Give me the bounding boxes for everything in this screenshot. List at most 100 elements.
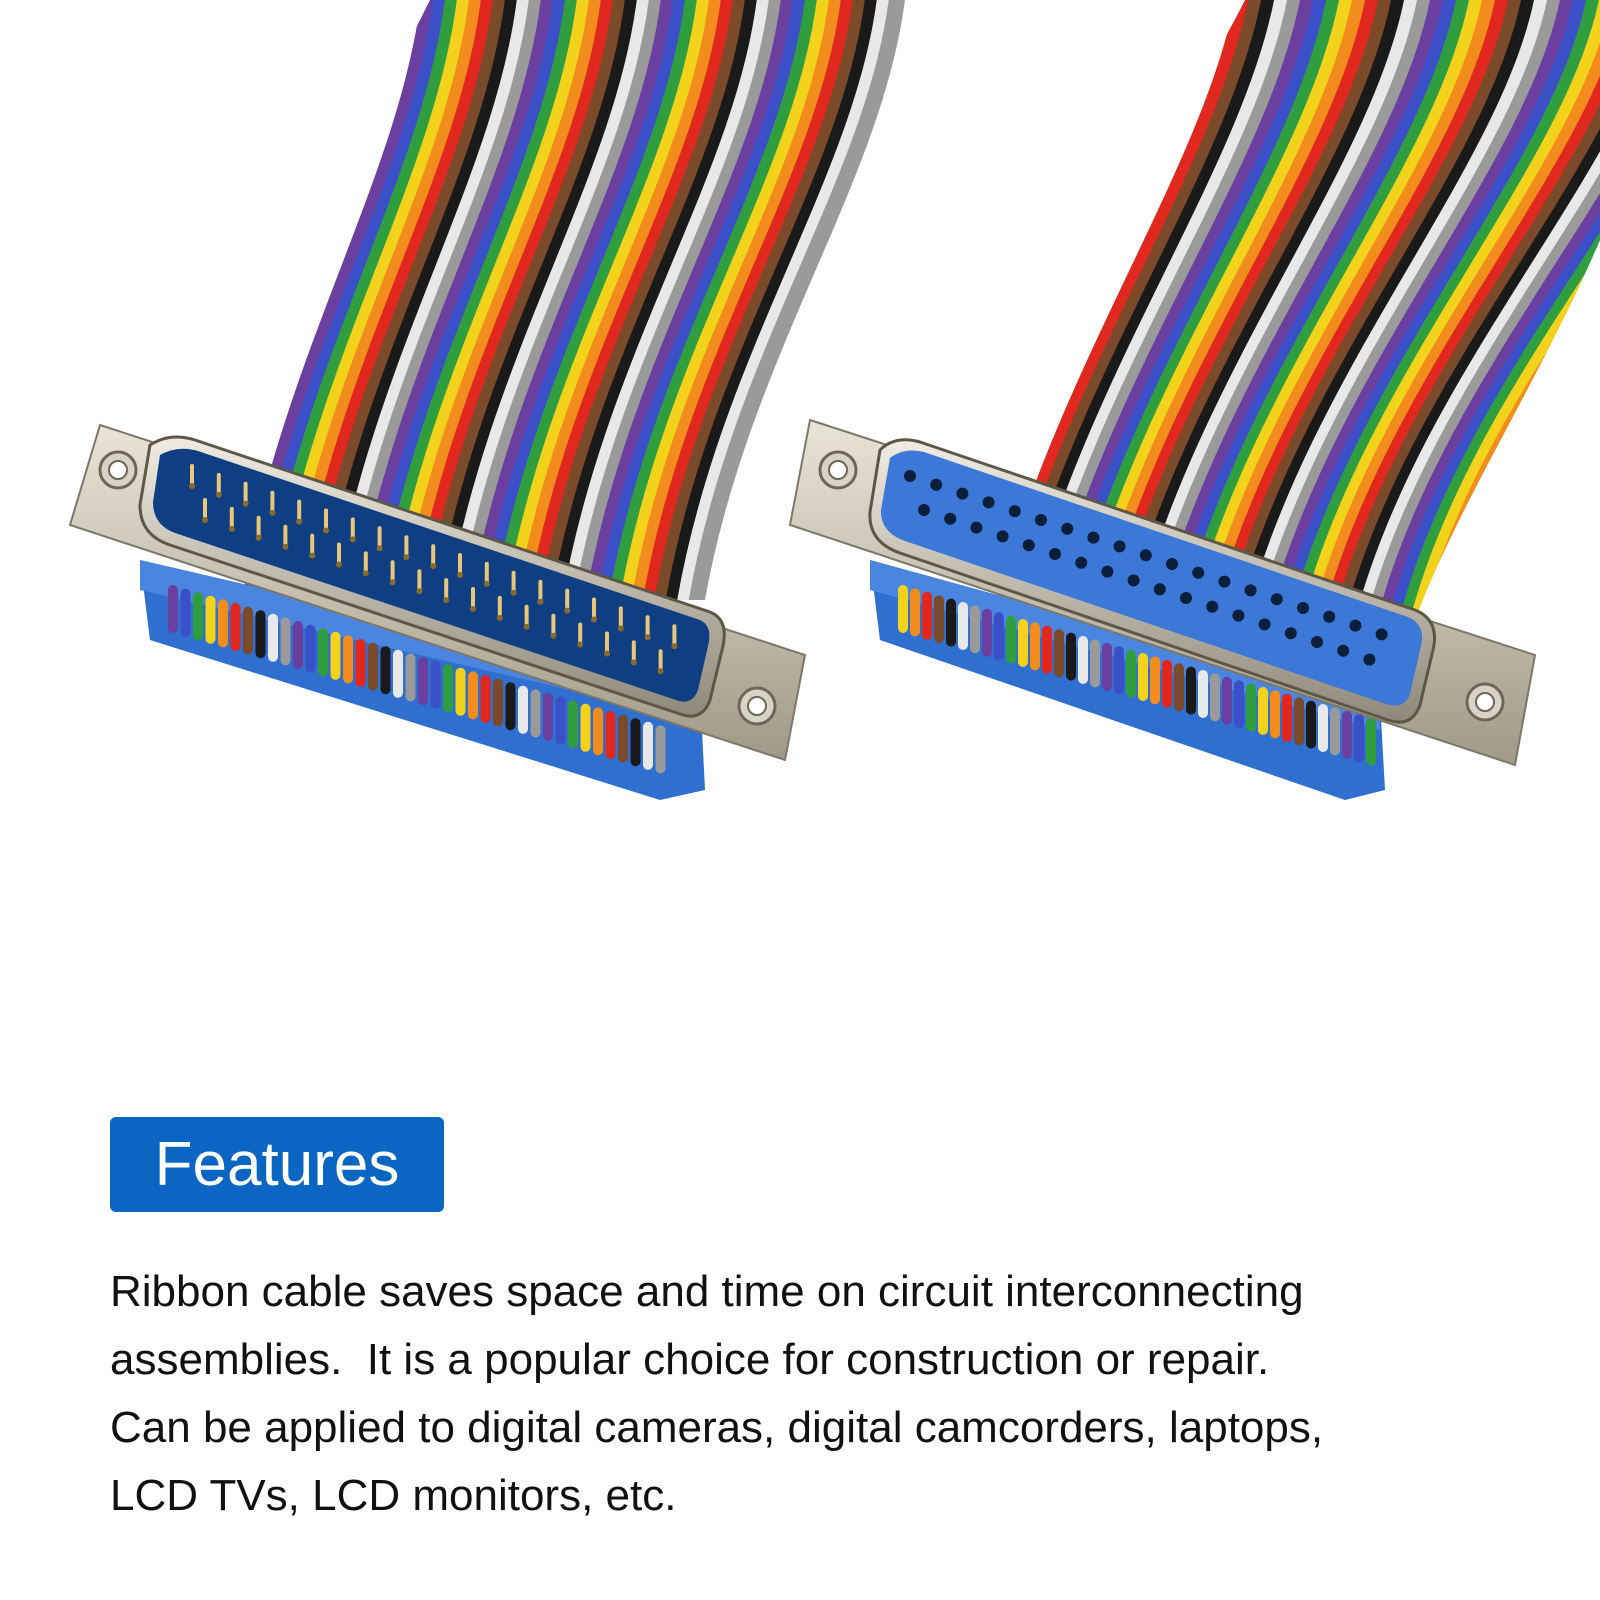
male-pin-base (443, 597, 450, 604)
ribbon-wire (674, 0, 894, 600)
wire-tail (368, 642, 378, 691)
male-pin-base (510, 589, 517, 596)
female-socket (1244, 584, 1257, 597)
male-pin (631, 640, 636, 663)
wire-tail (1306, 700, 1316, 749)
female-socket (1101, 565, 1114, 578)
male-pin-base (228, 525, 235, 532)
ribbon-wire (651, 0, 870, 600)
female-socket (1153, 583, 1166, 596)
ribbon-wire (1240, 0, 1552, 620)
wire-tail (1138, 653, 1148, 701)
wire-tail (605, 711, 616, 759)
male-pin (471, 587, 475, 609)
mount-hole-icon (98, 450, 138, 490)
ribbon-wire (1372, 0, 1600, 620)
wire-tail (958, 602, 968, 650)
db37-male-connector-icon (68, 423, 807, 800)
ribbon-wire (513, 0, 726, 600)
wire-tail (330, 631, 341, 680)
ribbon-wire (1196, 0, 1500, 620)
wire-tail (180, 588, 191, 637)
ribbon-wire (1350, 0, 1600, 620)
male-pin (417, 569, 422, 592)
ribbon-wire (398, 0, 606, 600)
male-pin (511, 570, 516, 593)
wire-tail (1318, 704, 1328, 752)
wire-tail (1078, 636, 1088, 684)
male-pin-base (255, 534, 262, 541)
male-pin-base (362, 570, 369, 577)
female-socket (1270, 593, 1283, 606)
ribbon-wire (1174, 0, 1474, 620)
wire-tail (593, 707, 603, 756)
female-socket (1022, 539, 1035, 552)
wire-tail (643, 721, 653, 770)
male-pin-base (483, 580, 490, 587)
wire-tail (1294, 697, 1304, 746)
male-pin-base (430, 563, 437, 570)
wire-tail (580, 703, 591, 752)
male-pin (431, 544, 436, 567)
ribbon-wire (1163, 0, 1461, 620)
wire-tail (543, 693, 553, 741)
wire-tail (243, 606, 253, 655)
female-socket (982, 496, 995, 509)
wire-tail (493, 678, 503, 727)
ribbon-wire (536, 0, 750, 600)
ribbon-cable-right (995, 0, 1600, 620)
wire-tail (393, 649, 403, 698)
wire-tail (343, 635, 353, 684)
wire-tail (1234, 680, 1244, 729)
wire-tail (1090, 639, 1100, 688)
wire-tail (970, 605, 980, 654)
ribbon-wire (605, 0, 822, 600)
male-pin (270, 490, 275, 513)
male-pin-base (671, 643, 678, 650)
ribbon-wire (1218, 0, 1526, 620)
male-pin-base (269, 509, 276, 516)
ribbon-wire (1339, 0, 1600, 620)
wire-tail (946, 598, 956, 647)
ribbon-wire (559, 0, 774, 600)
features-heading: Features (110, 1117, 444, 1212)
wire-tail (1006, 615, 1016, 664)
female-socket (1061, 522, 1074, 535)
ribbon-wire (1262, 0, 1578, 620)
mount-hole-icon (1465, 682, 1505, 722)
female-socket (944, 512, 957, 525)
ribbon-wire (593, 0, 810, 600)
male-pin (243, 481, 248, 504)
female-socket (904, 470, 916, 482)
male-pin-base (523, 623, 530, 630)
wire-tails-left (168, 585, 666, 774)
ribbon-wire (467, 0, 678, 600)
male-pin (377, 526, 382, 549)
female-socket (1206, 600, 1219, 613)
male-pin (538, 579, 543, 602)
male-pin (484, 561, 489, 584)
description-line: LCD TVs, LCD monitors, etc. (110, 1471, 677, 1520)
ribbon-wire (1394, 0, 1600, 620)
male-pin (350, 517, 355, 540)
description-line: Ribbon cable saves space and time on cir… (110, 1267, 1304, 1316)
female-socket (1363, 653, 1376, 666)
wire-tail (1282, 693, 1292, 742)
wire-tail (430, 660, 441, 709)
wire-tail (1174, 663, 1184, 712)
male-pin-base (389, 579, 396, 586)
female-socket (1049, 548, 1061, 560)
ribbon-wire (501, 0, 714, 600)
male-pin-base (282, 543, 289, 550)
male-pin (190, 464, 194, 486)
wire-tail (1102, 642, 1112, 691)
male-pin (216, 472, 221, 495)
male-pin-base (215, 491, 222, 498)
male-pin (404, 535, 409, 558)
wire-tail (1030, 622, 1040, 671)
female-socket (1075, 556, 1088, 569)
male-pin-base (577, 641, 584, 648)
female-socket (1218, 575, 1231, 588)
wire-tail (1114, 646, 1124, 695)
ribbon-wire (1229, 0, 1539, 620)
